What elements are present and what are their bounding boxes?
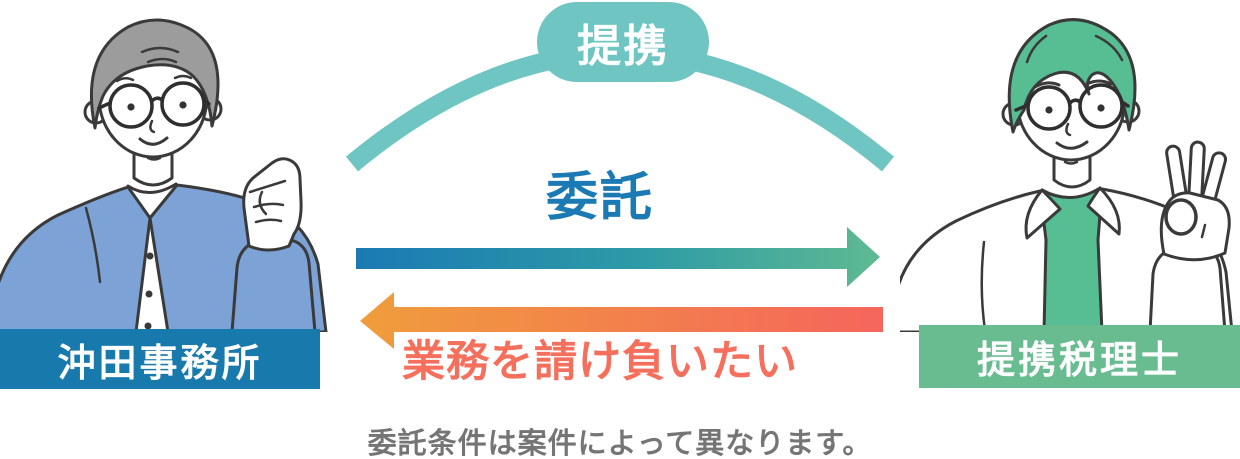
office-worker-illustration (0, 18, 328, 332)
delegation-right-arrow-icon (356, 227, 880, 287)
partnership-badge-label: 提携 (577, 22, 669, 71)
left-entity-label: 沖田事務所 (57, 342, 263, 385)
request-left-arrow-icon (360, 292, 883, 349)
delegation-label: 委託 (545, 169, 654, 227)
right-entity-label: 提携税理士 (976, 340, 1182, 382)
request-label: 業務を請け負いたい (402, 338, 798, 386)
note-text: 委託条件は案件によって異なります。 (367, 428, 873, 459)
left-entity-box: 沖田事務所 (0, 329, 320, 389)
right-entity-box: 提携税理士 (919, 325, 1240, 388)
partnership-badge: 提携 (537, 2, 709, 82)
tax-accountant-illustration (900, 18, 1234, 332)
